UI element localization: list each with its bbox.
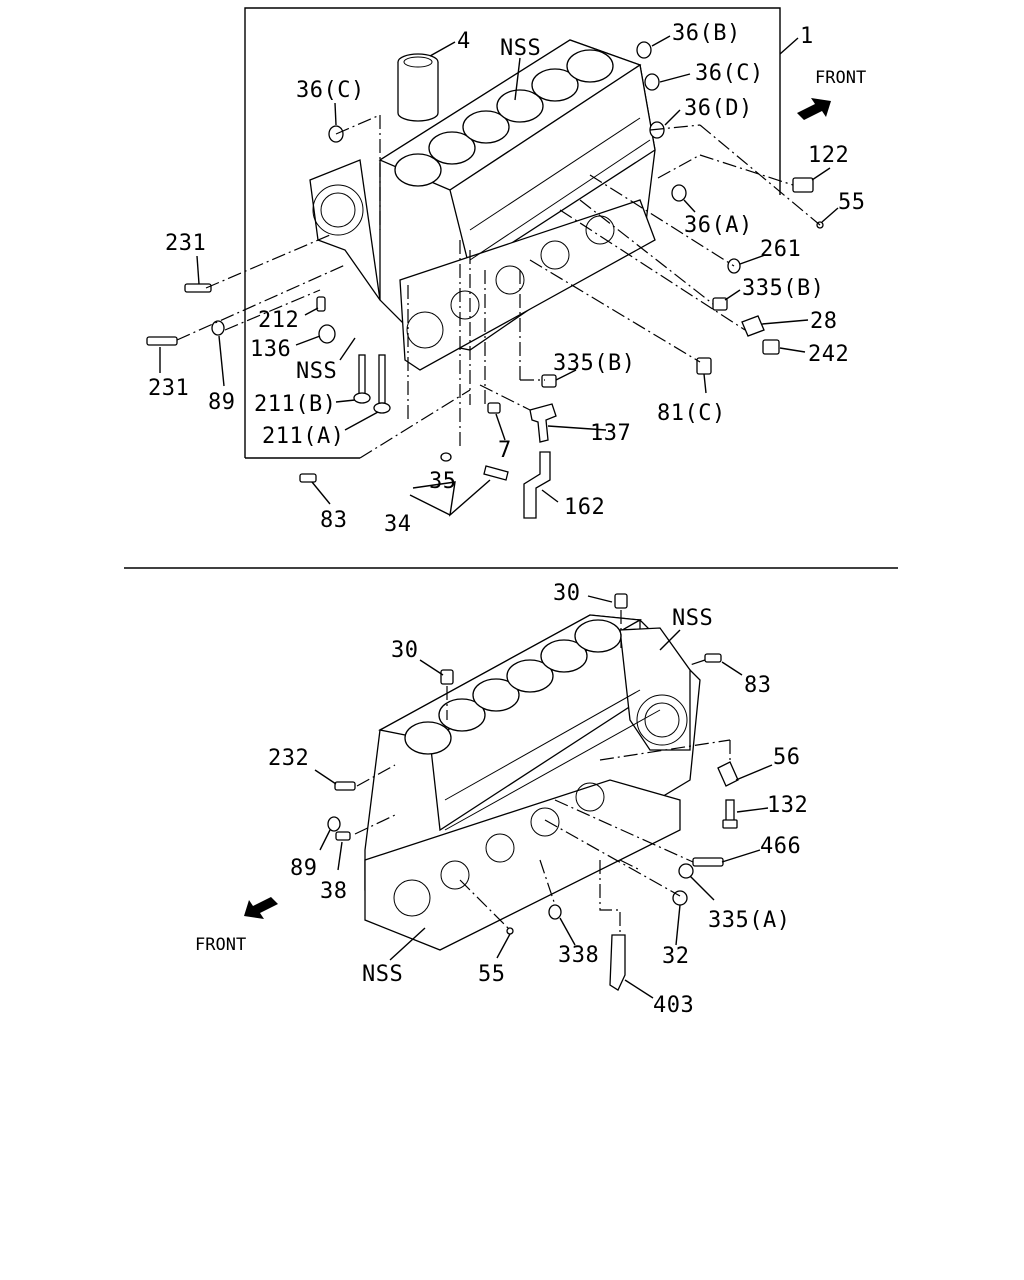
- label-36b: 36(B): [672, 21, 741, 46]
- small-parts-upper: [146, 41, 824, 519]
- label-83-lower: 83: [744, 673, 772, 698]
- label-242: 242: [808, 342, 849, 367]
- label-35: 35: [429, 469, 457, 494]
- label-81c: 81(C): [657, 401, 726, 426]
- label-56: 56: [773, 745, 801, 770]
- small-parts-lower: [327, 593, 739, 991]
- label-122: 122: [808, 143, 849, 168]
- label-38: 38: [320, 879, 348, 904]
- label-4: 4: [457, 29, 471, 54]
- label-136: 136: [250, 337, 291, 362]
- label-36a: 36(A): [684, 213, 753, 238]
- label-89-lower: 89: [290, 856, 318, 881]
- label-34: 34: [384, 512, 412, 537]
- label-335b-right: 335(B): [742, 276, 824, 301]
- label-nss-top: NSS: [500, 36, 541, 61]
- label-55-upper: 55: [838, 190, 866, 215]
- label-335b-middle: 335(B): [553, 351, 635, 376]
- label-55-lower: 55: [478, 962, 506, 987]
- label-nss-left: NSS: [296, 359, 337, 384]
- label-261: 261: [760, 237, 801, 262]
- cylinder-liner: [397, 53, 439, 122]
- label-231-top: 231: [165, 231, 206, 256]
- cylinder-block-lower: [364, 614, 701, 951]
- label-nss-bottom: NSS: [362, 962, 403, 987]
- label-403: 403: [653, 993, 694, 1018]
- cylinder-block-upper: [309, 39, 656, 371]
- label-211b: 211(B): [254, 392, 336, 417]
- callout-labels-upper: 4 NSS 36(B) 1 36(C) FRONT 36(C) 36(D) 12…: [148, 21, 866, 537]
- label-83-upper: 83: [320, 508, 348, 533]
- label-30-top: 30: [553, 581, 581, 606]
- label-36c-right: 36(C): [695, 61, 764, 86]
- label-132: 132: [767, 793, 808, 818]
- label-30-left: 30: [391, 638, 419, 663]
- upper-assembly: 4 NSS 36(B) 1 36(C) FRONT 36(C) 36(D) 12…: [146, 7, 866, 537]
- label-front-lower: FRONT: [195, 935, 246, 955]
- label-1: 1: [800, 24, 814, 49]
- label-nss-top-lower: NSS: [672, 606, 713, 631]
- front-arrow-icon: [797, 98, 831, 120]
- label-231-bottom: 231: [148, 376, 189, 401]
- label-212: 212: [258, 308, 299, 333]
- label-front-upper: FRONT: [815, 68, 866, 88]
- label-36d: 36(D): [684, 96, 753, 121]
- leader-lines-upper: [159, 35, 839, 517]
- callout-labels-lower: 30 NSS 30 83 232 56 132 466 89 38 335(A)…: [195, 581, 808, 1018]
- label-162: 162: [564, 495, 605, 520]
- label-338: 338: [558, 943, 599, 968]
- label-28: 28: [810, 309, 838, 334]
- label-335a: 335(A): [708, 908, 790, 933]
- front-arrow-icon: [244, 897, 278, 919]
- label-32: 32: [662, 944, 690, 969]
- lower-assembly: 30 NSS 30 83 232 56 132 466 89 38 335(A)…: [195, 581, 808, 1018]
- label-7: 7: [498, 438, 512, 463]
- label-211a: 211(A): [262, 424, 344, 449]
- label-466: 466: [760, 834, 801, 859]
- label-36c-left: 36(C): [296, 78, 365, 103]
- label-137: 137: [590, 421, 631, 446]
- label-89-upper: 89: [208, 390, 236, 415]
- label-232: 232: [268, 746, 309, 771]
- assembly-frame: [244, 7, 781, 458]
- leader-lines-lower: [314, 595, 773, 999]
